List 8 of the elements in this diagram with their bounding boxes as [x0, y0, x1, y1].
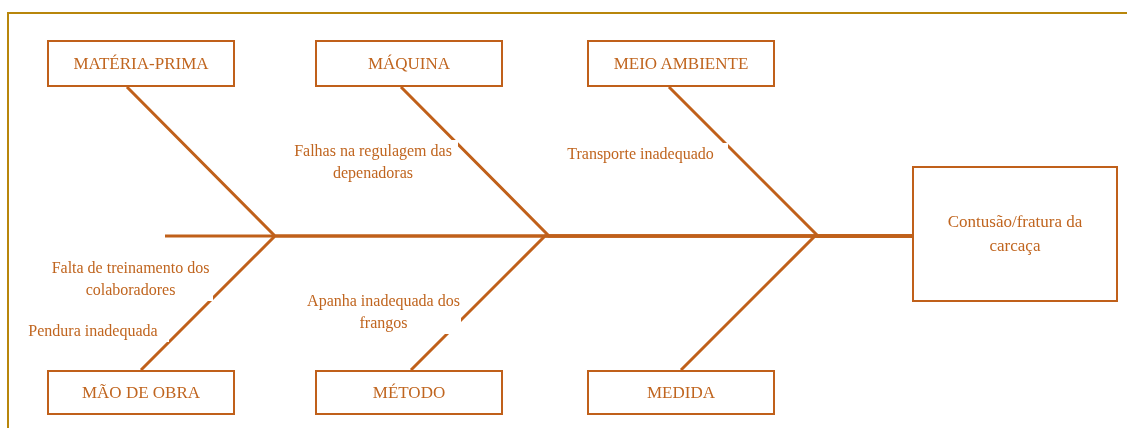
effect-box: Contusão/fratura da carcaça — [912, 166, 1118, 302]
category-box: MEIO AMBIENTE — [587, 40, 775, 87]
category-box: MÃO DE OBRA — [47, 370, 235, 415]
category-box: MÉTODO — [315, 370, 503, 415]
category-box: MÁQUINA — [315, 40, 503, 87]
category-box: MATÉRIA-PRIMA — [47, 40, 235, 87]
category-box: MEDIDA — [587, 370, 775, 415]
fishbone-line — [679, 234, 912, 372]
